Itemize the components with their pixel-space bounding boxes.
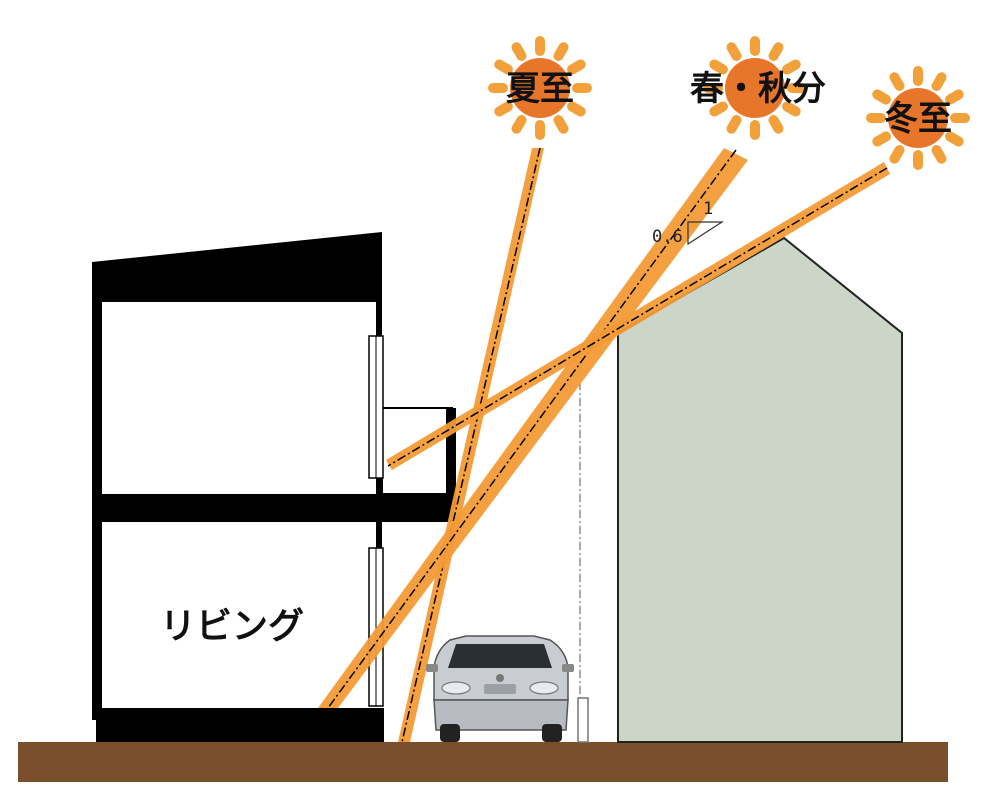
house-lower-room [102,522,378,708]
sun-label-winter: 冬至 [884,99,952,139]
floor-slab [92,494,454,522]
sun-icon [488,36,592,140]
sun-icon [703,36,807,140]
slope-run: 1 [703,199,713,219]
lower-wall-edge [376,522,382,548]
upper-wall-edge [376,300,382,336]
balcony-railing [446,408,456,508]
sun-label-equinox: 春・秋分 [690,69,826,109]
slope-rise: 0.6 [652,227,683,247]
balcony [381,407,453,495]
house-upper-room [102,302,378,494]
sun-label-summer: 夏至 [506,69,574,109]
house-roof [92,232,382,302]
house-base [96,708,384,742]
mid-wall-edge [376,478,382,494]
ground [18,742,948,782]
sun-icon [866,66,970,170]
car-icon [426,635,574,742]
slope-triangle [687,221,725,246]
sunray-beams [318,147,890,743]
summer-beam [398,148,544,742]
room-label: リビング [160,606,304,647]
neighbor-house [617,236,903,743]
boundary-post [577,697,589,743]
